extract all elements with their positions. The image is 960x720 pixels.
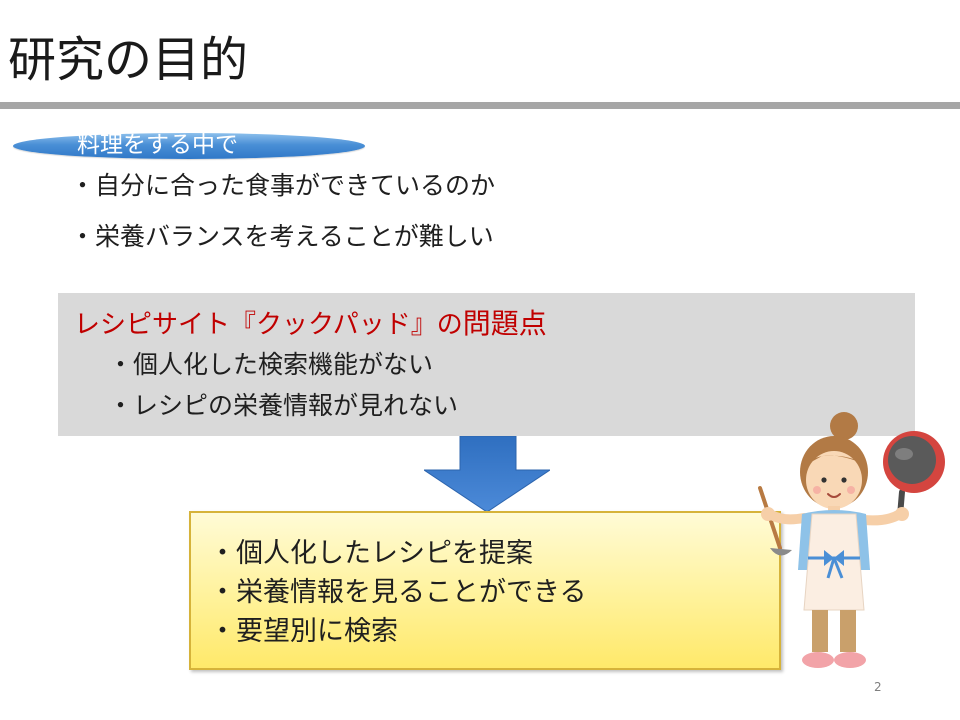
woman-cooking-with-frying-pan-icon — [758, 412, 945, 668]
problem-heading-emphasis: 問題点 — [462, 307, 547, 340]
context-pill-label: 料理をする中で — [77, 132, 238, 158]
problem-heading-prefix: レシピサイト『クックパッド』の — [74, 310, 463, 340]
context-bullet-2: ・栄養バランスを考えることが難しい — [70, 222, 494, 251]
solution-item-3: ・要望別に検索 — [209, 616, 398, 647]
page-number: 2 — [874, 680, 882, 694]
context-bullet-1: ・自分に合った食事ができているのか — [70, 171, 496, 200]
title-divider — [0, 102, 960, 109]
context-pill: 料理をする中で — [13, 132, 365, 159]
problem-item-2: ・レシピの栄養情報が見れない — [108, 391, 459, 420]
down-arrow-icon — [424, 436, 550, 512]
solution-box: ・個人化したレシピを提案 ・栄養情報を見ることができる ・要望別に検索 — [189, 511, 781, 670]
problem-item-1: ・個人化した検索機能がない — [108, 350, 434, 379]
problem-box: レシピサイト『クックパッド』の問題点 ・個人化した検索機能がない ・レシピの栄養… — [58, 293, 915, 436]
solution-item-1: ・個人化したレシピを提案 — [209, 538, 533, 569]
solution-item-2: ・栄養情報を見ることができる — [209, 577, 587, 608]
slide-title: 研究の目的 — [8, 32, 249, 88]
problem-heading: レシピサイト『クックパッド』の問題点 — [74, 307, 547, 342]
